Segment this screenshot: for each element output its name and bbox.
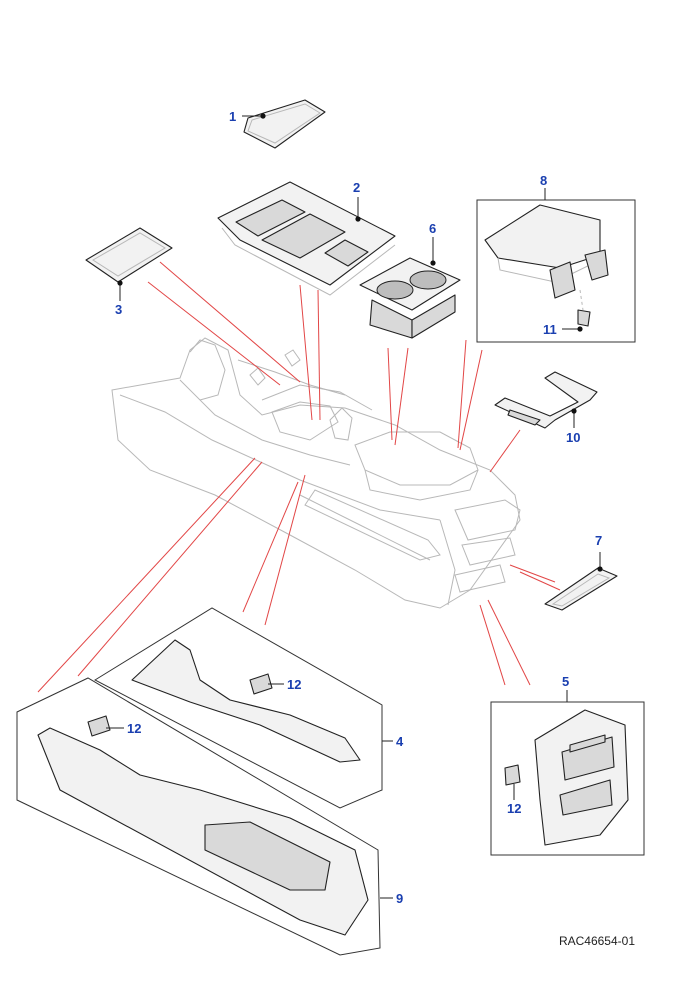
reference-code: RAC46654-01 xyxy=(559,934,635,948)
callout-10: 10 xyxy=(566,430,580,445)
part-5-rear-vent-group-box xyxy=(490,701,645,856)
part-8-armrest-group-box xyxy=(476,199,636,343)
callout-12-rear-vent: 12 xyxy=(507,801,521,816)
callout-leaders xyxy=(106,113,603,899)
center-console-assembly xyxy=(111,337,521,609)
callout-11: 11 xyxy=(543,322,557,337)
part-10-armrest-bracket xyxy=(494,371,598,429)
callout-labels: 1 2 3 4 5 6 7 8 9 10 11 12 12 12 xyxy=(115,109,602,906)
callout-4: 4 xyxy=(396,734,404,749)
callout-3: 3 xyxy=(115,302,122,317)
callout-9: 9 xyxy=(396,891,403,906)
part-9-lower-trim-group-box xyxy=(16,677,381,956)
callout-12-lower-trim: 12 xyxy=(127,721,141,736)
red-leader-lines xyxy=(37,261,561,693)
callout-7: 7 xyxy=(595,533,602,548)
callout-12-side-trim: 12 xyxy=(287,677,301,692)
part-6-cupholder-insert xyxy=(359,257,461,339)
part-3-tray-mat xyxy=(85,227,173,283)
callout-5: 5 xyxy=(562,674,569,689)
callout-2: 2 xyxy=(353,180,360,195)
part-2-upper-bezel-frame xyxy=(217,181,396,296)
part-4-side-trim-group-box xyxy=(93,607,383,809)
part-1-storage-lid-pad xyxy=(243,99,326,149)
callout-6: 6 xyxy=(429,221,436,236)
part-7-rear-storage-mat xyxy=(544,567,618,611)
callout-8: 8 xyxy=(540,173,547,188)
callout-1: 1 xyxy=(229,109,236,124)
